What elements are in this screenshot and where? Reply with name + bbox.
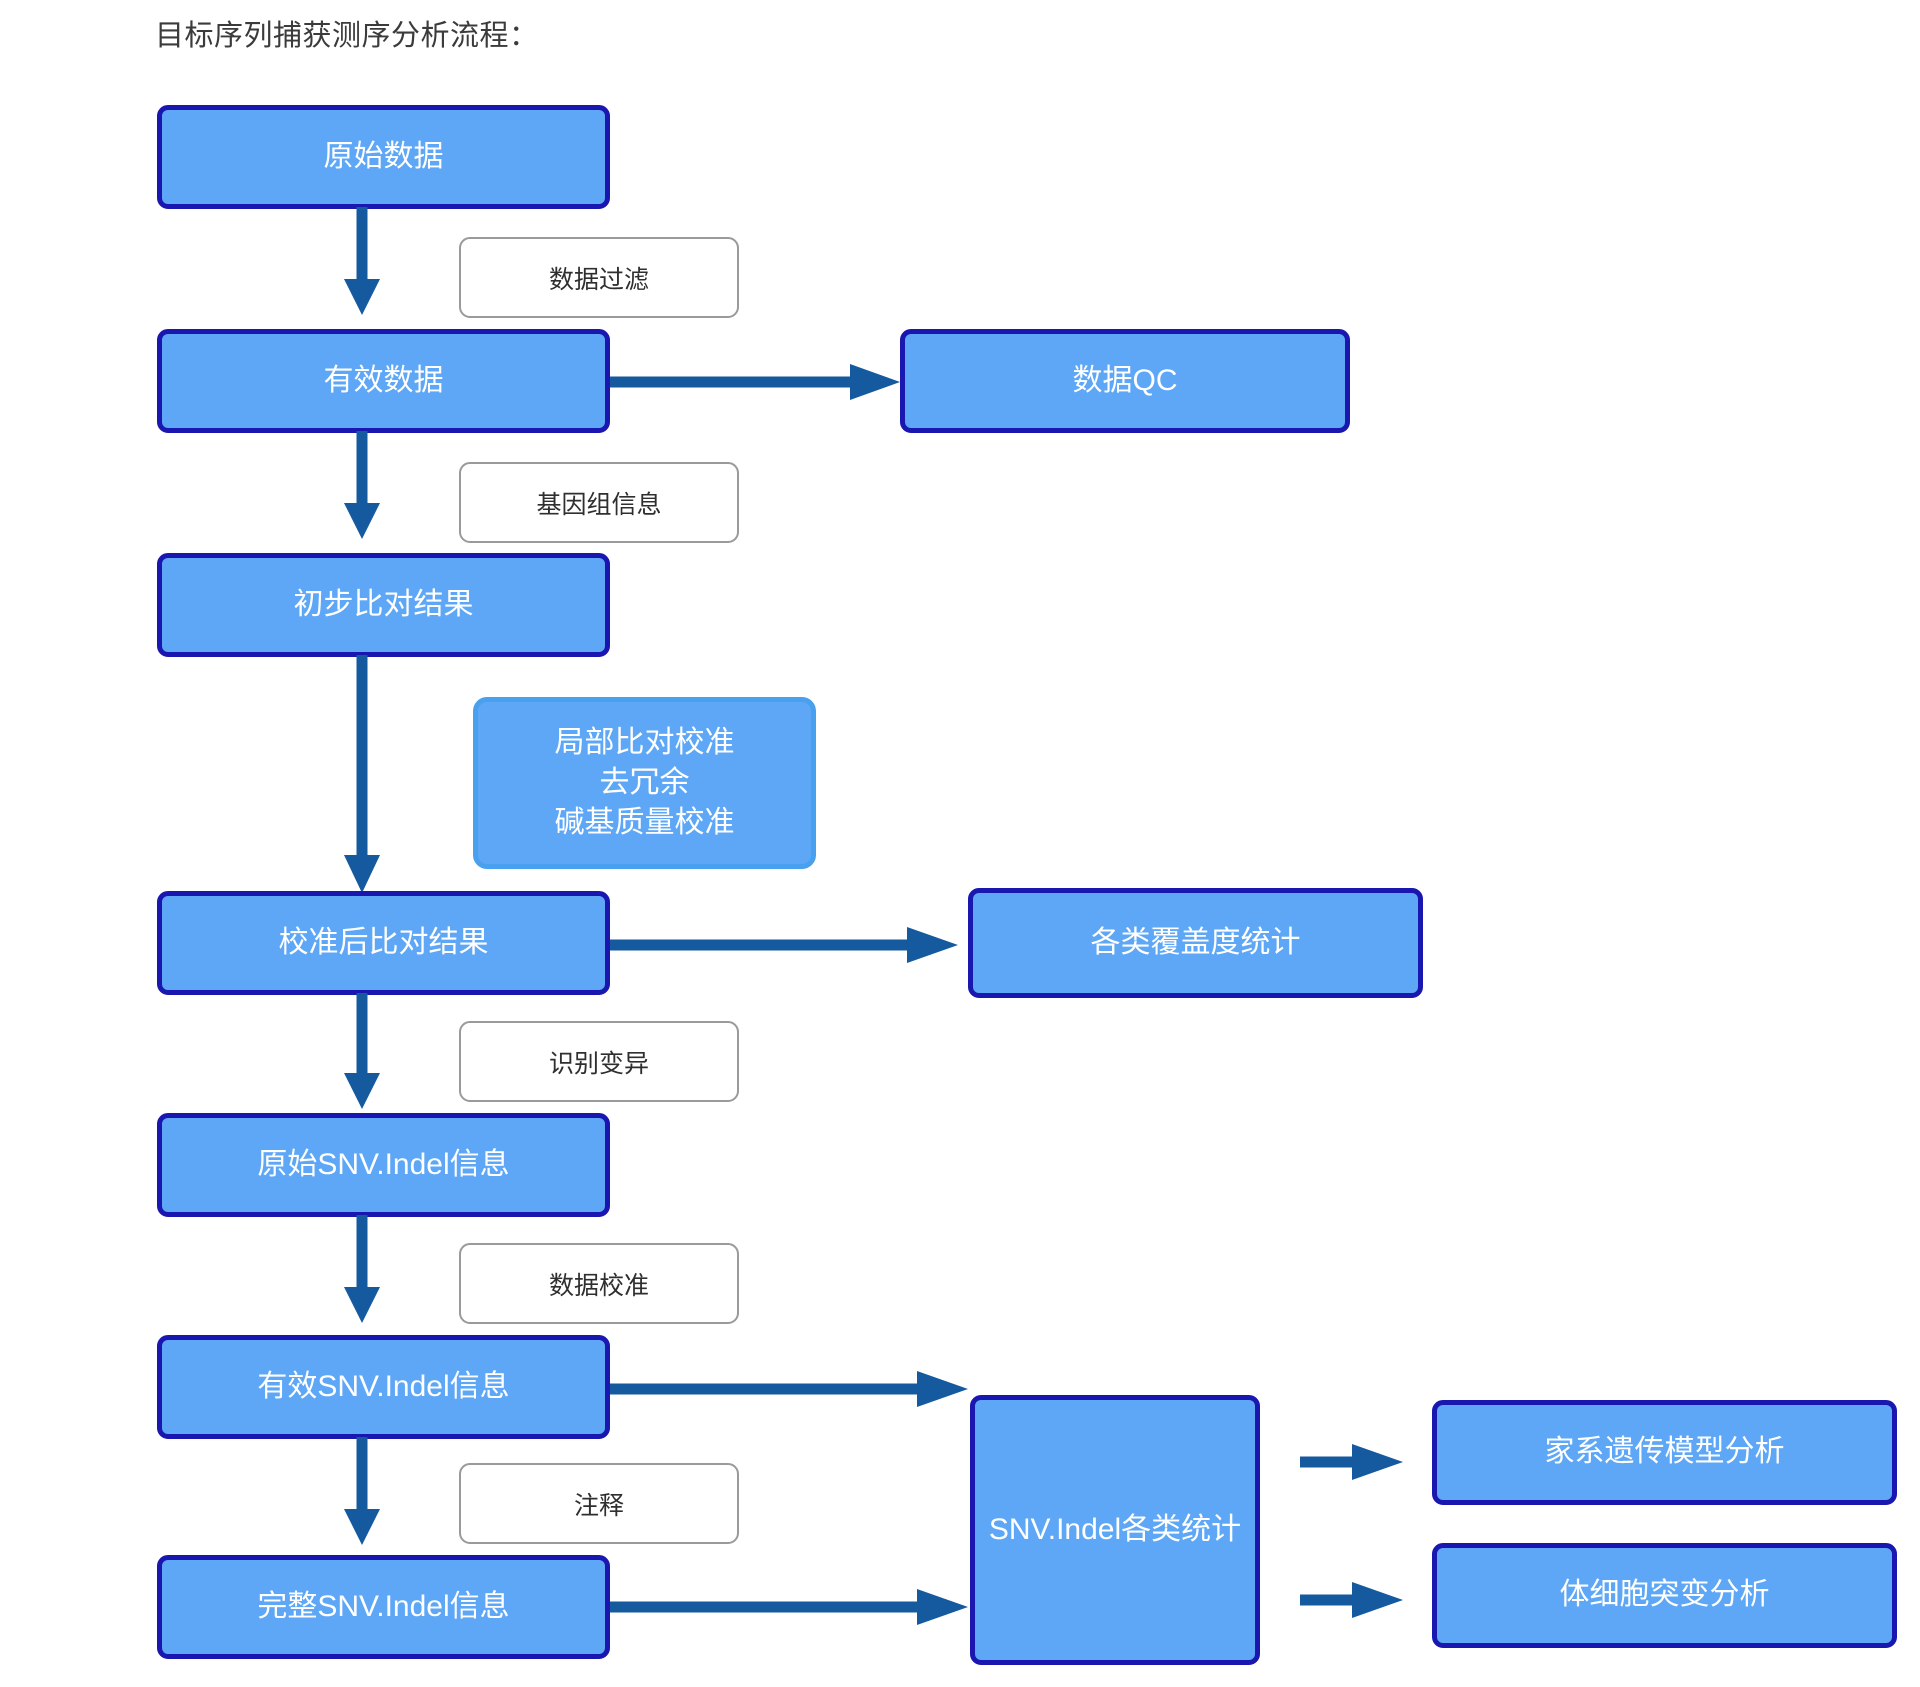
edge-label-data-filter: 数据过滤 (459, 237, 739, 318)
edge-label-data-calibration: 数据校准 (459, 1243, 739, 1324)
edge-label-annotation: 注释 (459, 1463, 739, 1544)
arrow-valid-snv-to-stats (610, 1367, 970, 1411)
arrow-valid-snv-to-full-snv (340, 1437, 384, 1547)
node-pedigree-analysis[interactable]: 家系遗传模型分析 (1432, 1400, 1897, 1505)
node-initial-alignment[interactable]: 初步比对结果 (157, 553, 610, 657)
node-clean-data[interactable]: 有效数据 (157, 329, 610, 433)
arrow-clean-to-initial-alignment (340, 431, 384, 541)
node-raw-snv-indel[interactable]: 原始SNV.Indel信息 (157, 1113, 610, 1217)
arrow-clean-to-qc (610, 360, 902, 404)
arrow-stats-to-pedigree (1300, 1440, 1405, 1484)
node-valid-snv-indel[interactable]: 有效SNV.Indel信息 (157, 1335, 610, 1439)
arrow-calibrated-to-coverage (610, 923, 960, 967)
node-calibrated-alignment[interactable]: 校准后比对结果 (157, 891, 610, 995)
node-raw-data[interactable]: 原始数据 (157, 105, 610, 209)
node-full-snv-indel[interactable]: 完整SNV.Indel信息 (157, 1555, 610, 1659)
node-coverage-stats[interactable]: 各类覆盖度统计 (968, 888, 1423, 998)
arrow-raw-snv-to-valid-snv (340, 1215, 384, 1325)
page-title: 目标序列捕获测序分析流程： (155, 20, 539, 52)
node-somatic-analysis[interactable]: 体细胞突变分析 (1432, 1543, 1897, 1648)
node-snv-indel-stats[interactable]: SNV.Indel各类统计 (970, 1395, 1260, 1665)
edge-label-genome-info: 基因组信息 (459, 462, 739, 543)
arrow-initial-to-calibrated (340, 655, 384, 895)
arrow-calibrated-to-raw-snv (340, 993, 384, 1111)
arrow-raw-to-clean (340, 207, 384, 317)
arrow-full-snv-to-stats (610, 1585, 970, 1629)
edge-label-variant-calling: 识别变异 (459, 1021, 739, 1102)
node-data-qc[interactable]: 数据QC (900, 329, 1350, 433)
arrow-stats-to-somatic (1300, 1578, 1405, 1622)
node-recalibration-steps[interactable]: 局部比对校准 去冗余 碱基质量校准 (473, 697, 816, 869)
